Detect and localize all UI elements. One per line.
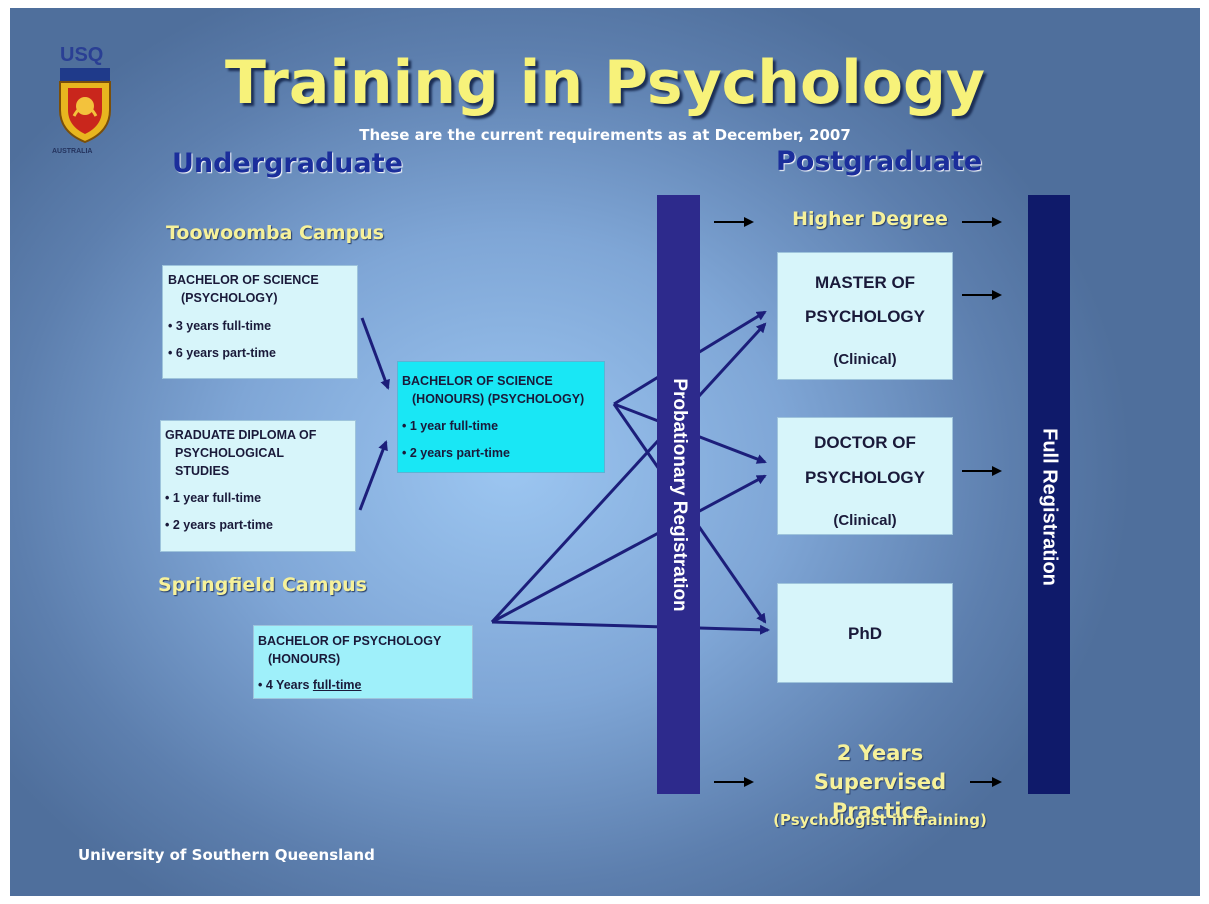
page-title: Training in Psychology bbox=[224, 48, 986, 118]
flow-arrows bbox=[358, 217, 1002, 787]
box-master-psychology: MASTER OF PSYCHOLOGY (Clinical) bbox=[777, 252, 953, 380]
subtitle: These are the current requirements as at… bbox=[359, 126, 851, 144]
probationary-registration-label: Probationary Registration bbox=[669, 378, 690, 612]
box-line: (HONOURS) (PSYCHOLOGY) bbox=[412, 392, 585, 406]
box-item: • 1 year full-time bbox=[402, 419, 499, 433]
box-phd: PhD bbox=[777, 583, 953, 683]
box-line: PSYCHOLOGICAL bbox=[175, 446, 285, 460]
arrow-bpsych-to-phd bbox=[491, 620, 770, 635]
box-item: • 2 years part-time bbox=[165, 518, 273, 532]
springfield-campus-label: Springfield Campus bbox=[158, 574, 367, 596]
box-bsc-psychology: BACHELOR OF SCIENCE (PSYCHOLOGY) • 3 yea… bbox=[162, 265, 358, 379]
box-item-prefix: • 4 Years bbox=[258, 678, 313, 692]
full-registration-label: Full Registration bbox=[1038, 428, 1061, 586]
box-item: • 2 years part-time bbox=[402, 446, 510, 460]
postgraduate-heading: Postgraduate bbox=[776, 146, 983, 177]
higher-degree-label: Higher Degree bbox=[792, 208, 948, 230]
supervised-practice-label: 2 Years Supervised Practice bbox=[770, 739, 990, 826]
arrow-bsc-to-hons bbox=[360, 317, 390, 390]
box-line: (PSYCHOLOGY) bbox=[181, 291, 278, 305]
box-item: • 3 years full-time bbox=[168, 319, 272, 333]
box-line: BACHELOR OF SCIENCE bbox=[402, 374, 553, 388]
box-line: (HONOURS) bbox=[268, 652, 341, 666]
box-line: MASTER OF bbox=[814, 273, 916, 292]
box-line: BACHELOR OF SCIENCE bbox=[168, 273, 319, 287]
box-line: PSYCHOLOGY bbox=[805, 468, 925, 487]
box-line: PSYCHOLOGY bbox=[805, 307, 925, 326]
probationary-registration-band: Probationary Registration bbox=[657, 195, 700, 794]
full-registration-band: Full Registration bbox=[1028, 195, 1070, 794]
box-doctor-psychology: DOCTOR OF PSYCHOLOGY (Clinical) bbox=[777, 417, 953, 535]
arrow-bpsych-to-doctor bbox=[491, 474, 767, 624]
box-item-underlined: full-time bbox=[312, 678, 362, 692]
box-item: • 4 Years full-time bbox=[258, 678, 362, 692]
undergraduate-heading: Undergraduate bbox=[172, 148, 403, 179]
box-line: (Clinical) bbox=[833, 512, 897, 529]
usq-logo: USQ AUSTRALIA bbox=[50, 44, 120, 174]
box-item: • 1 year full-time bbox=[165, 491, 262, 505]
supervised-practice-line2: Practice bbox=[831, 799, 929, 823]
toowoomba-campus-label: Toowoomba Campus bbox=[166, 222, 385, 244]
footer-university: University of Southern Queensland bbox=[78, 846, 375, 864]
crest-icon bbox=[59, 68, 111, 144]
box-item: • 6 years part-time bbox=[168, 346, 276, 360]
box-bsc-honours: BACHELOR OF SCIENCE (HONOURS) (PSYCHOLOG… bbox=[397, 361, 605, 473]
supervised-practice-line1: 2 Years Supervised bbox=[813, 741, 947, 794]
arrow-bpsych-to-master bbox=[490, 322, 767, 624]
box-line: STUDIES bbox=[175, 464, 230, 478]
box-line: (Clinical) bbox=[833, 351, 897, 368]
psychologist-in-training-label: (Psychologist in training) bbox=[773, 811, 987, 829]
box-line: GRADUATE DIPLOMA OF bbox=[165, 428, 317, 442]
box-bpsych-honours: BACHELOR OF PSYCHOLOGY (HONOURS) • 4 Yea… bbox=[253, 625, 473, 699]
logo-country: AUSTRALIA bbox=[52, 148, 93, 155]
arrow-graddip-to-hons bbox=[358, 440, 388, 511]
logo-abbr: USQ bbox=[60, 44, 104, 66]
box-grad-diploma: GRADUATE DIPLOMA OF PSYCHOLOGICAL STUDIE… bbox=[160, 420, 356, 552]
box-line: DOCTOR OF bbox=[814, 433, 916, 452]
slide: USQ AUSTRALIA Training in Psychology The… bbox=[10, 8, 1200, 896]
box-line: BACHELOR OF PSYCHOLOGY bbox=[258, 634, 442, 648]
box-line: PhD bbox=[848, 624, 882, 643]
